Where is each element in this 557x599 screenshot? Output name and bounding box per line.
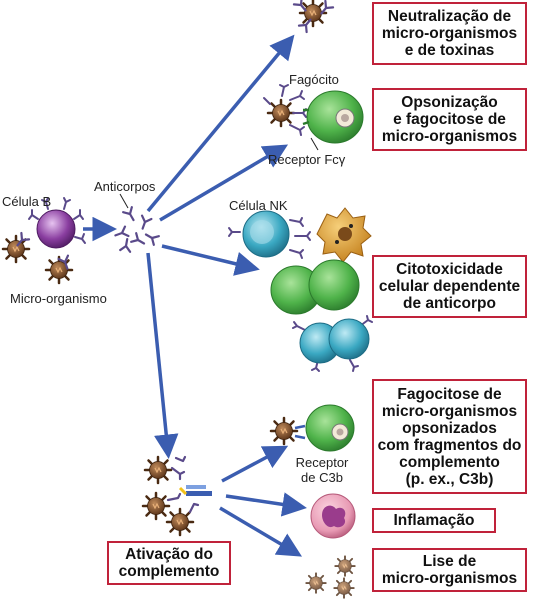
b-cell bbox=[28, 197, 86, 249]
adcc-box: Citotoxicidade celular dependente de ant… bbox=[372, 255, 527, 318]
lysed-microbes bbox=[305, 555, 356, 599]
arrow-to-neutralization bbox=[146, 34, 295, 213]
complement-activation-box: Ativação do complemento bbox=[107, 541, 231, 585]
complement-phagocytosis-box: Fagocitose de micro-organismos opsonizad… bbox=[372, 379, 527, 494]
arrow-to-complement bbox=[146, 252, 179, 459]
flow-arrows bbox=[83, 34, 307, 557]
lysis-box: Lise de micro-organismos bbox=[372, 548, 527, 592]
antibodies-cluster bbox=[112, 206, 160, 253]
c3b-phagocyte bbox=[269, 404, 355, 452]
neutralized-microbe bbox=[292, 0, 335, 34]
opsonization-box: Opsonização e fagocitose de micro-organi… bbox=[372, 88, 527, 151]
arrow-to-lysis bbox=[219, 506, 303, 557]
fc-receptor-label: Receptor Fcγ bbox=[268, 152, 346, 167]
microorganism-label: Micro-organismo bbox=[10, 291, 107, 306]
nk-cell-adcc bbox=[228, 207, 372, 263]
inflammation-box: Inflamação bbox=[372, 508, 496, 533]
phagocyte-opsonization bbox=[263, 84, 364, 144]
arrow-to-adcc bbox=[161, 244, 260, 276]
arrow-to-c3b-phagocytosis bbox=[221, 445, 289, 483]
neutralization-box: Neutralização de micro-organismos e de t… bbox=[372, 2, 527, 65]
complement-activation-group bbox=[141, 455, 212, 537]
arrow-to-opsonization bbox=[159, 144, 289, 222]
c3b-receptor-label: Receptor de C3b bbox=[295, 455, 349, 485]
nk-cell-label: Célula NK bbox=[229, 198, 288, 213]
antibodies-label: Anticorpos bbox=[94, 179, 156, 194]
neutrophil-cell bbox=[310, 493, 356, 539]
microbe-icon bbox=[44, 255, 74, 285]
adcc-cells bbox=[270, 259, 373, 372]
phagocyte-label: Fagócito bbox=[289, 72, 339, 87]
arrow-to-inflammation bbox=[225, 492, 307, 517]
b-cell-label: Célula B bbox=[2, 194, 52, 209]
